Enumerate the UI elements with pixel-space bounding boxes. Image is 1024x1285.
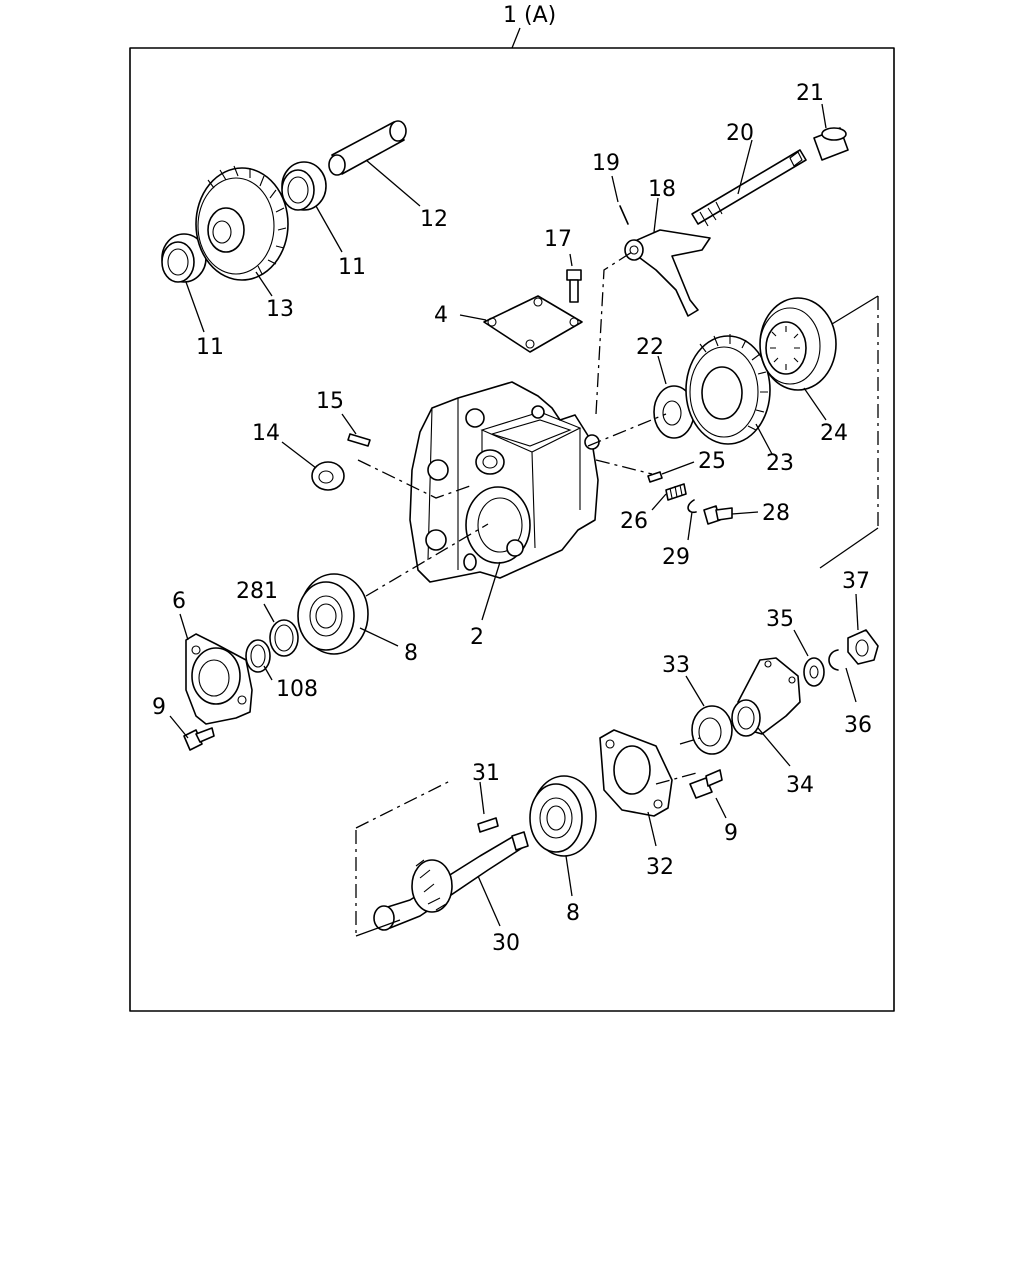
- callout-31: 31: [472, 761, 500, 786]
- callout-281: 281: [236, 579, 278, 604]
- key-15: [347, 433, 371, 447]
- callout-8-lower: 8: [566, 901, 580, 926]
- callout-11-lower: 11: [196, 335, 224, 360]
- callout-35: 35: [766, 607, 794, 632]
- washer-35: [803, 657, 825, 687]
- callout-8-upper: 8: [404, 641, 418, 666]
- needle-bearing-lower: [161, 233, 207, 283]
- gasket-29: [687, 499, 697, 514]
- callout-18: 18: [648, 177, 676, 202]
- bolt-9-right: [689, 769, 723, 799]
- callout-26: 26: [620, 509, 648, 534]
- callout-17: 17: [544, 227, 572, 252]
- callout-11-upper: 11: [338, 255, 366, 280]
- bolt-9-left: [183, 727, 215, 751]
- callout-13: 13: [266, 297, 294, 322]
- assembly-axes: [355, 251, 879, 936]
- assembly-label: 1 (A): [503, 3, 556, 28]
- callout-33: 33: [662, 653, 690, 678]
- callout-22: 22: [636, 335, 664, 360]
- callout-34: 34: [786, 773, 814, 798]
- callout-23: 23: [766, 451, 794, 476]
- plug-28: [703, 505, 733, 525]
- output-shaft-30: [373, 831, 529, 931]
- bracket-upper: [831, 295, 879, 325]
- callout-14: 14: [252, 421, 280, 446]
- gear-23: [685, 334, 771, 445]
- ball-bearing-lower: [529, 775, 597, 857]
- leader-lines: [169, 103, 859, 927]
- gear-13: [195, 165, 289, 281]
- spring-26: [665, 483, 687, 501]
- callout-9-left: 9: [152, 695, 166, 720]
- flange-32: [599, 729, 673, 817]
- shift-shaft: [691, 149, 807, 227]
- shim-281: [269, 619, 299, 657]
- key-31: [477, 817, 499, 833]
- callout-2: 2: [470, 625, 484, 650]
- callout-12: 12: [420, 207, 448, 232]
- ring-36: [828, 649, 839, 671]
- callout-29: 29: [662, 545, 690, 570]
- callout-19: 19: [592, 151, 620, 176]
- callout-20: 20: [726, 121, 754, 146]
- needle-bearing-upper: [281, 161, 327, 211]
- callout-21: 21: [796, 81, 824, 106]
- callout-30: 30: [492, 931, 520, 956]
- callout-24: 24: [820, 421, 848, 446]
- thrust-washer-22: [653, 385, 695, 439]
- pin-19: [619, 205, 629, 225]
- callout-4: 4: [434, 303, 448, 328]
- callout-108: 108: [276, 677, 318, 702]
- callout-36: 36: [844, 713, 872, 738]
- callout-32: 32: [646, 855, 674, 880]
- nut-37: [847, 629, 879, 665]
- ball-25: [647, 471, 663, 483]
- shift-fork: [624, 229, 711, 317]
- flange-housing-34: [731, 657, 801, 737]
- callout-9-right: 9: [724, 821, 738, 846]
- bracket-lower: [819, 527, 879, 569]
- callout-labels: 2 4 6 8 8 9 9 11 11 12 13 14 15 17 18 19…: [152, 81, 872, 956]
- callout-28: 28: [762, 501, 790, 526]
- washer-14: [311, 461, 345, 491]
- bearing-cover-6: [185, 633, 253, 725]
- bush-21: [813, 127, 849, 161]
- shaft-12: [328, 120, 407, 176]
- gear-housing: [409, 381, 600, 583]
- callout-15: 15: [316, 389, 344, 414]
- bolt-17: [566, 269, 582, 303]
- callout-6: 6: [172, 589, 186, 614]
- ball-bearing-upper: [297, 573, 369, 655]
- snap-ring-108: [245, 639, 271, 673]
- callout-37: 37: [842, 569, 870, 594]
- bracket-shaft: [355, 919, 401, 937]
- callout-25: 25: [698, 449, 726, 474]
- seal-33: [691, 705, 733, 755]
- cover-plate: [483, 295, 583, 353]
- sleeve-24: [759, 297, 837, 391]
